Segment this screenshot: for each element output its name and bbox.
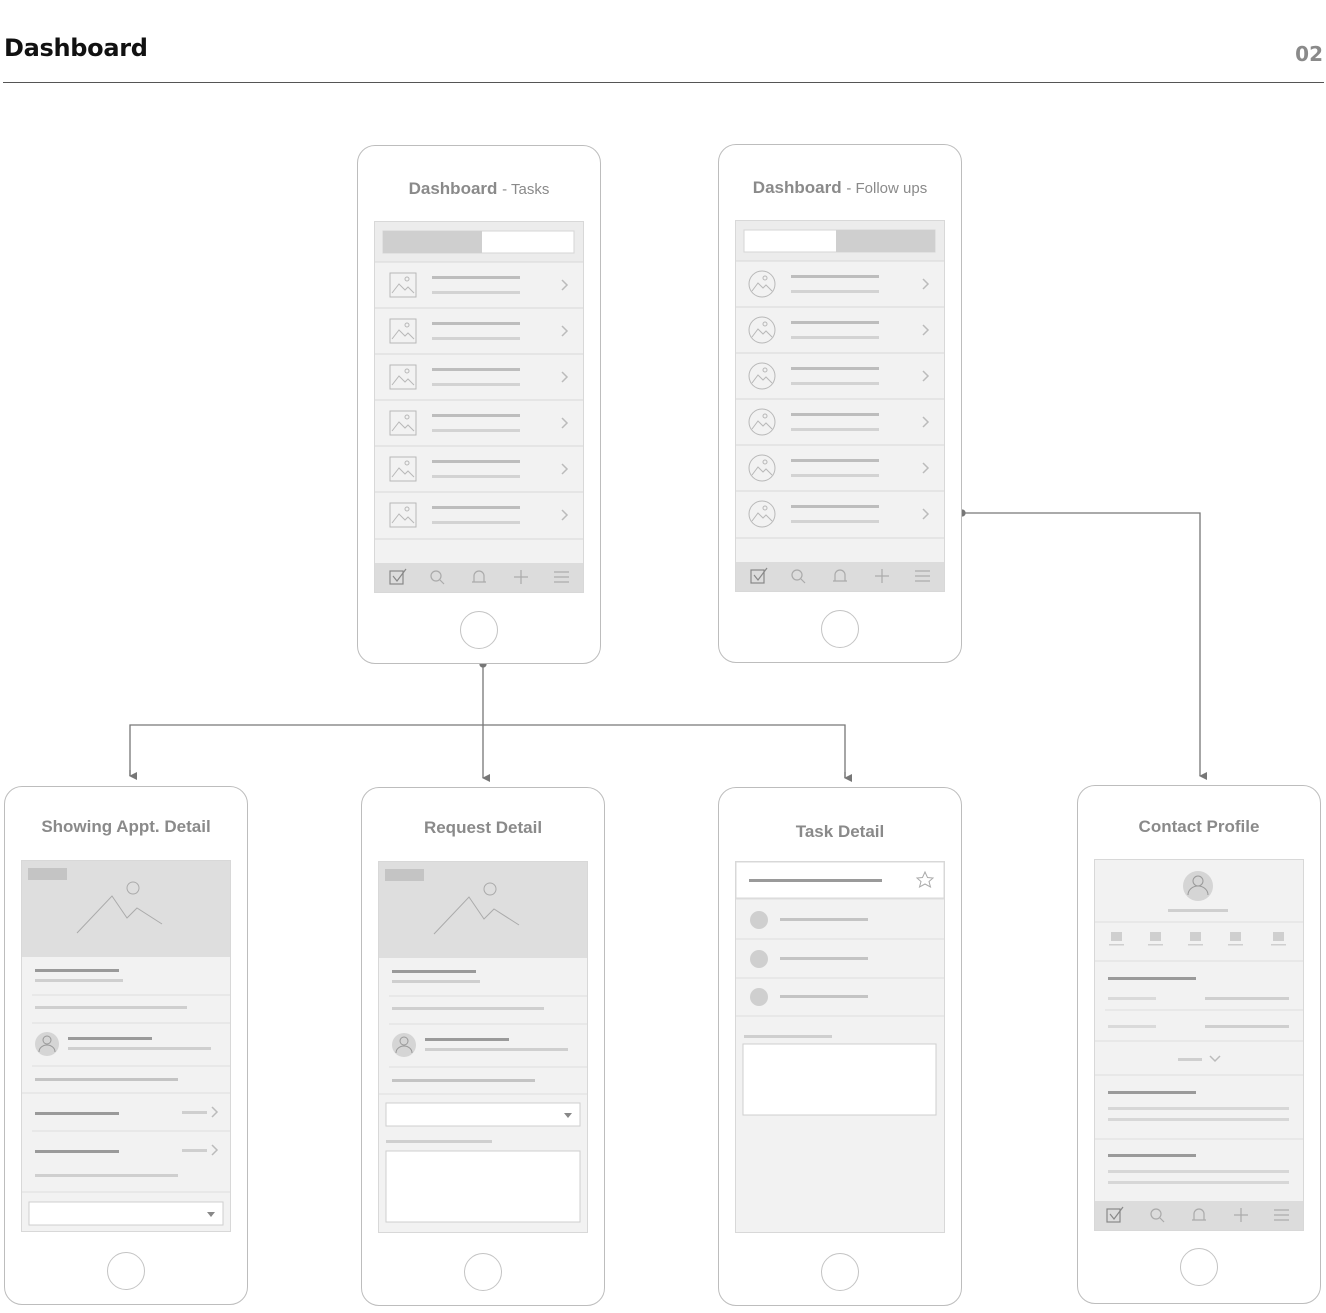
home-button[interactable] (1180, 1248, 1218, 1286)
tab-bar (736, 562, 944, 591)
chevron-right-icon (922, 278, 930, 290)
segment-tasks-active (383, 231, 482, 253)
tab-bar (1095, 1201, 1303, 1230)
chevron-right-icon (561, 325, 569, 337)
home-button[interactable] (821, 610, 859, 648)
image-placeholder-icon (389, 502, 417, 528)
home-button[interactable] (107, 1252, 145, 1290)
avatar-placeholder-icon (748, 454, 776, 482)
dropdown-select (385, 1102, 581, 1127)
image-placeholder-icon (389, 272, 417, 298)
chevron-right-icon (561, 509, 569, 521)
avatar-placeholder-icon (748, 316, 776, 344)
radio-icon (750, 950, 768, 968)
image-placeholder-icon (389, 410, 417, 436)
tasks-list (375, 222, 583, 592)
dropdown-select (28, 1201, 224, 1226)
screen-showing (21, 860, 231, 1232)
phone-dashboard-tasks: Dashboard - Tasks (357, 145, 601, 664)
bell-icon (833, 569, 847, 582)
chevron-right-icon (922, 462, 930, 474)
avatar-placeholder-icon (748, 270, 776, 298)
phone-showing-appt-detail: Showing Appt. Detail (4, 786, 248, 1305)
screen-task-detail (735, 861, 945, 1233)
screen-request (378, 861, 588, 1233)
avatar-placeholder-icon (748, 362, 776, 390)
connector-branch (129, 724, 846, 778)
bell-icon (472, 570, 486, 583)
radio-icon (750, 988, 768, 1006)
screen-title: Showing Appt. Detail (41, 817, 211, 836)
chevron-down-icon (564, 1113, 572, 1118)
action-icons (1109, 932, 1286, 946)
home-button[interactable] (821, 1253, 859, 1291)
avatar-placeholder-icon (748, 408, 776, 436)
followups-list (736, 221, 944, 591)
chevron-right-icon (922, 370, 930, 382)
showing-content (22, 861, 230, 1226)
followup-rows (736, 260, 944, 539)
chevron-down-icon (207, 1212, 215, 1217)
text-area (742, 1043, 937, 1116)
page-title: Dashboard (4, 34, 148, 62)
chevron-down-icon (1209, 1055, 1221, 1063)
page-number: 02 (1295, 42, 1323, 66)
chevron-right-icon (561, 371, 569, 383)
chevron-right-icon (922, 508, 930, 520)
chevron-right-icon (561, 417, 569, 429)
bell-icon (1192, 1208, 1206, 1221)
screen-title: Dashboard - Follow ups (752, 178, 928, 197)
header-divider (3, 82, 1324, 83)
checkbox-icon (1106, 1208, 1121, 1223)
search-icon (1150, 1208, 1162, 1220)
image-placeholder-icon (389, 318, 417, 344)
search-icon (430, 570, 442, 582)
screen-title: Task Detail (795, 822, 885, 841)
avatar-placeholder-icon (748, 500, 776, 528)
screen-tasks (374, 221, 584, 593)
chevron-right-icon (211, 1106, 219, 1118)
segment-followups-active (836, 230, 935, 252)
text-area (385, 1150, 581, 1223)
phone-task-detail: Task Detail (718, 787, 962, 1306)
task-rows (375, 261, 583, 540)
image-placeholder-icon (389, 456, 417, 482)
tab-bar (375, 563, 583, 592)
chevron-right-icon (211, 1144, 219, 1156)
task-detail-content (735, 861, 945, 1116)
chevron-right-icon (922, 416, 930, 428)
checkbox-icon (750, 569, 765, 584)
star-icon (915, 870, 935, 889)
request-content (379, 862, 587, 1223)
checkbox-icon (389, 570, 404, 585)
image-placeholder-icon (389, 364, 417, 390)
chevron-right-icon (561, 279, 569, 291)
contact-content (1095, 871, 1303, 1230)
home-button[interactable] (460, 611, 498, 649)
connector-to-contact (962, 512, 1207, 780)
chevron-right-icon (561, 463, 569, 475)
screen-title: Contact Profile (1138, 817, 1260, 836)
screen-followups (735, 220, 945, 592)
screen-title: Dashboard - Tasks (408, 179, 550, 198)
screen-title: Request Detail (423, 818, 543, 837)
radio-icon (750, 911, 768, 929)
screen-contact (1094, 859, 1304, 1231)
chevron-right-icon (922, 324, 930, 336)
phone-dashboard-followups: Dashboard - Follow ups (718, 144, 962, 663)
search-icon (791, 569, 803, 581)
home-button[interactable] (464, 1253, 502, 1291)
phone-contact-profile: Contact Profile (1077, 785, 1321, 1304)
phone-request-detail: Request Detail (361, 787, 605, 1306)
